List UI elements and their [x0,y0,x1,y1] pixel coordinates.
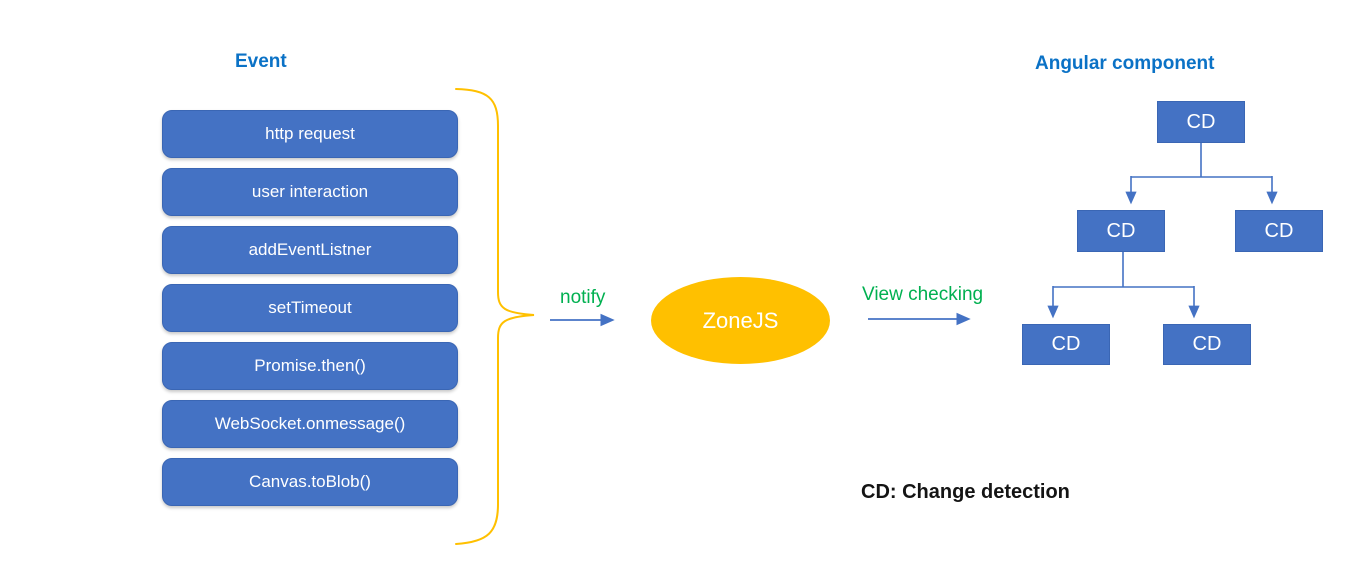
event-box-label: Promise.then() [254,356,366,375]
event-box-label: http request [265,124,355,143]
zonejs-ellipse: ZoneJS [651,277,830,364]
event-box-http-request: http request [162,110,458,158]
event-box-canvas-toblob: Canvas.toBlob() [162,458,458,506]
event-box-set-timeout: setTimeout [162,284,458,332]
cd-node-label: CD [1264,219,1294,242]
event-box-websocket-onmessage: WebSocket.onmessage() [162,400,458,448]
zonejs-label: ZoneJS [702,307,779,333]
cd-node-root: CD [1157,101,1245,143]
cd-node-child-right: CD [1235,210,1323,252]
cd-node-leaf-left: CD [1022,324,1110,365]
event-group-brace-shape [455,88,535,545]
event-box-user-interaction: user interaction [162,168,458,216]
cd-node-leaf-right: CD [1163,324,1251,365]
event-box-label: addEventListner [248,240,372,259]
cd-node-label: CD [1051,333,1081,355]
event-box-label: user interaction [251,182,369,201]
event-stack: http request user interaction addEventLi… [162,110,458,506]
event-section-title: Event [235,51,287,72]
event-box-add-event-listner: addEventListner [162,226,458,274]
event-box-promise-then: Promise.then() [162,342,458,390]
cd-node-label: CD [1106,219,1136,242]
notify-label: notify [560,287,606,308]
cd-legend: CD: Change detection [861,481,1070,503]
cd-node-label: CD [1192,333,1222,355]
event-box-label: WebSocket.onmessage() [214,414,406,433]
event-box-label: Canvas.toBlob() [249,472,371,491]
cd-node-child-left: CD [1077,210,1165,252]
cd-node-label: CD [1186,110,1216,133]
event-box-label: setTimeout [268,298,352,317]
angular-component-title: Angular component [1035,53,1215,74]
view-checking-label: View checking [862,284,984,305]
